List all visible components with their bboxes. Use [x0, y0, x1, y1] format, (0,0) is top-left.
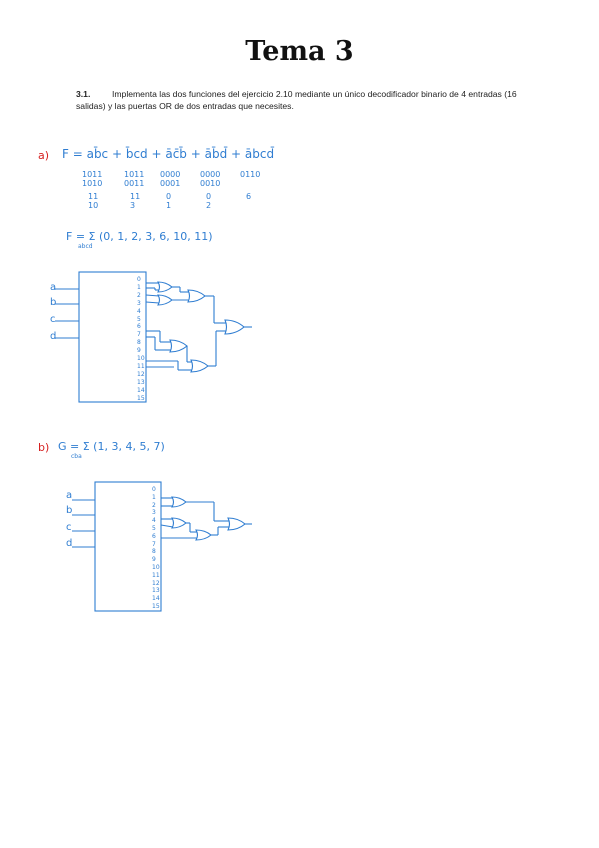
output-label-7: 7 [152, 540, 156, 548]
output-label-1: 1 [137, 283, 141, 291]
exercise-statement: 3.1.Implementa las dos funciones del eje… [76, 88, 526, 112]
output-label-4: 4 [152, 517, 156, 525]
output-label-3: 3 [152, 509, 156, 517]
term-decimal: 2 [206, 201, 212, 210]
output-label-2: 2 [137, 291, 141, 299]
term-decimal: 3 [130, 201, 136, 210]
part-b-sum-subscript: cba [71, 453, 82, 460]
output-label-6: 6 [152, 532, 156, 540]
input-label-a: a [50, 282, 57, 293]
part-a-sum: F = Σ (0, 1, 2, 3, 6, 10, 11) [66, 230, 213, 243]
or-gate-a1 [157, 281, 173, 293]
term-decimal: 11 [130, 192, 141, 201]
output-label-7: 7 [137, 331, 141, 339]
input-label-d: d [50, 331, 57, 342]
or-gate-b2 [171, 517, 187, 529]
page-title: Tema 3 [245, 36, 354, 67]
or-gate-a2 [157, 294, 173, 306]
output-label-10: 10 [152, 564, 160, 571]
term-decimal: 0 [206, 192, 212, 201]
output-label-3: 3 [137, 299, 141, 307]
decoder-a-box [78, 271, 147, 403]
term-decimal: 11 [88, 192, 99, 201]
output-label-0: 0 [137, 276, 141, 283]
or-gate-a3 [187, 289, 206, 303]
or-gate-b3 [195, 529, 212, 541]
output-label-14: 14 [152, 595, 160, 603]
output-label-11: 11 [152, 571, 160, 579]
output-label-5: 5 [152, 525, 156, 532]
term-binary: 0110 [240, 170, 261, 179]
term-binary: 0000 [200, 170, 221, 179]
output-label-8: 8 [137, 339, 141, 347]
exercise-text: Implementa las dos funciones del ejercic… [76, 89, 517, 111]
output-label-13: 13 [137, 378, 145, 386]
term-binary: 0000 [160, 170, 181, 179]
output-label-10: 10 [137, 355, 145, 362]
part-a-label: a) [38, 149, 50, 162]
output-label-2: 2 [152, 501, 156, 509]
output-label-6: 6 [137, 323, 141, 331]
term-binary: 1011 [82, 170, 103, 179]
output-label-9: 9 [152, 556, 156, 564]
or-gate-b1 [171, 496, 187, 508]
term-binary: 0011 [124, 179, 145, 188]
term-decimal: 6 [246, 192, 252, 201]
output-label-14: 14 [137, 386, 145, 394]
term-binary: 0010 [200, 179, 221, 188]
output-label-12: 12 [152, 579, 160, 587]
output-label-0: 0 [152, 486, 156, 493]
output-label-5: 5 [137, 315, 141, 323]
or-gate-a-final [224, 319, 245, 335]
output-label-4: 4 [137, 307, 141, 315]
input-label-c: c [50, 314, 56, 325]
output-label-15: 15 [152, 603, 160, 610]
or-gate-b-final [227, 517, 246, 531]
term-decimal: 1 [166, 201, 172, 210]
output-label-15: 15 [137, 394, 145, 402]
output-label-11: 11 [137, 362, 145, 370]
part-b-sum: G = Σ (1, 3, 4, 5, 7) [58, 440, 165, 453]
input-label-a: a [66, 490, 73, 501]
input-label-b: b [50, 297, 57, 308]
term-binary: 1011 [124, 170, 145, 179]
term-binary: 1010 [82, 179, 103, 188]
decoder-circuit-b [72, 481, 252, 612]
input-label-c: c [66, 522, 72, 533]
term-decimal: 10 [88, 201, 99, 210]
part-b-label: b) [38, 441, 50, 454]
input-label-b: b [66, 505, 73, 516]
output-label-1: 1 [152, 493, 156, 501]
exercise-number: 3.1. [76, 89, 91, 99]
input-label-d: d [66, 538, 73, 549]
output-label-12: 12 [137, 370, 145, 378]
output-label-8: 8 [152, 548, 156, 556]
part-a-sum-subscript: abcd [78, 243, 93, 250]
output-label-13: 13 [152, 587, 160, 595]
or-gate-a5 [190, 359, 209, 373]
output-label-9: 9 [137, 347, 141, 355]
term-binary: 0001 [160, 179, 181, 188]
part-a-function: F = ab̄c + b̄cd + āc̄b̄ + āb̄d̄ + ābcd̄ [62, 147, 275, 161]
or-gate-a4 [169, 339, 188, 353]
term-decimal: 0 [166, 192, 172, 201]
